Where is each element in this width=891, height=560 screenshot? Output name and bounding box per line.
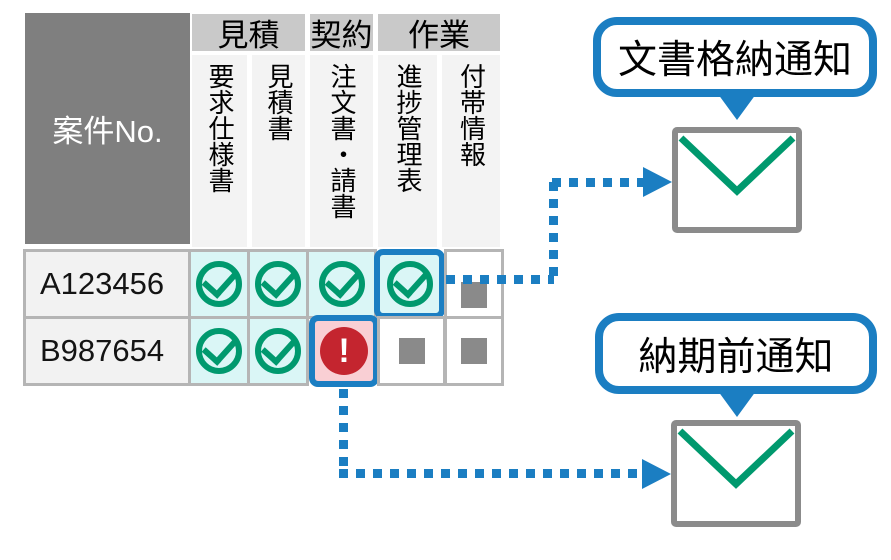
column-header-supplementary-info: 付帯情報: [442, 55, 500, 247]
callout-document-stored-label: 文書格納通知: [617, 39, 852, 82]
dotted-arrow-1-segment: [446, 275, 554, 284]
column-header-required-spec: 要求仕様書: [192, 55, 247, 247]
alert-circle-icon: !: [320, 327, 368, 375]
status-cell-a-supplementary-info: [444, 249, 504, 319]
check-circle-icon: [255, 261, 301, 307]
callout-before-due-label: 納期前通知: [638, 335, 834, 379]
case-no-header-label: 案件No.: [52, 114, 163, 149]
group-header-contract: 契約: [310, 14, 373, 53]
row-label-a123456: A123456: [23, 249, 191, 319]
check-circle-icon: [196, 328, 242, 374]
column-header-order-acceptance-label: 注文書・請書: [327, 63, 358, 219]
group-header-work: 作業: [378, 14, 500, 53]
status-cell-b-progress-sheet: [377, 316, 446, 386]
envelope-flap-icon: [678, 135, 796, 196]
group-header-estimate: 見積: [192, 14, 305, 53]
group-header-contract-label: 契約: [310, 18, 373, 53]
status-cell-a-quotation: [247, 249, 309, 319]
check-circle-icon: [318, 261, 365, 307]
dotted-arrow-1-segment: [552, 178, 643, 187]
arrowhead-icon: [642, 459, 671, 489]
pending-square-icon: [461, 282, 487, 308]
arrowhead-icon: [643, 167, 672, 197]
dotted-arrow-2-segment: [339, 389, 348, 474]
column-header-order-acceptance: 注文書・請書: [310, 55, 373, 247]
status-cell-a-order-acceptance: [306, 249, 377, 319]
column-header-quotation: 見積書: [252, 55, 305, 247]
pending-square-icon: [398, 338, 425, 364]
status-cell-b-supplementary-info: [444, 316, 504, 386]
status-cell-b-quotation: [247, 316, 309, 386]
callout-before-due-notification: 納期前通知: [595, 313, 877, 394]
pending-square-icon: [461, 338, 487, 364]
check-circle-icon: [255, 328, 301, 374]
check-circle-icon: [196, 261, 242, 307]
envelope-icon: [672, 127, 802, 233]
column-header-progress-sheet: 進捗管理表: [378, 55, 437, 247]
callout-pointer-icon: [718, 391, 756, 417]
callout-document-stored-notification: 文書格納通知: [593, 17, 877, 97]
envelope-icon: [671, 420, 801, 527]
column-header-supplementary-info-label: 付帯情報: [456, 63, 487, 167]
column-header-required-spec-label: 要求仕様書: [205, 63, 236, 193]
check-circle-icon: [386, 261, 433, 307]
callout-pointer-icon: [718, 94, 756, 120]
case-no-header: 案件No.: [25, 13, 190, 244]
status-cell-a-required-spec: [188, 249, 250, 319]
column-header-quotation-label: 見積書: [264, 63, 295, 141]
dotted-arrow-2-segment: [339, 469, 642, 478]
case-no-value: A123456: [40, 266, 165, 301]
row-label-b987654: B987654: [23, 316, 191, 386]
status-cell-b-required-spec: [188, 316, 250, 386]
status-cell-b-order-acceptance-highlighted: !: [309, 315, 379, 387]
dotted-arrow-1-segment: [549, 182, 558, 282]
status-cell-a-progress-sheet-highlighted: [374, 249, 445, 319]
envelope-flap-icon: [677, 428, 795, 489]
case-no-value: B987654: [40, 333, 165, 368]
column-header-progress-sheet-label: 進捗管理表: [393, 63, 424, 193]
group-header-work-label: 作業: [408, 18, 470, 53]
group-header-estimate-label: 見積: [217, 18, 280, 53]
